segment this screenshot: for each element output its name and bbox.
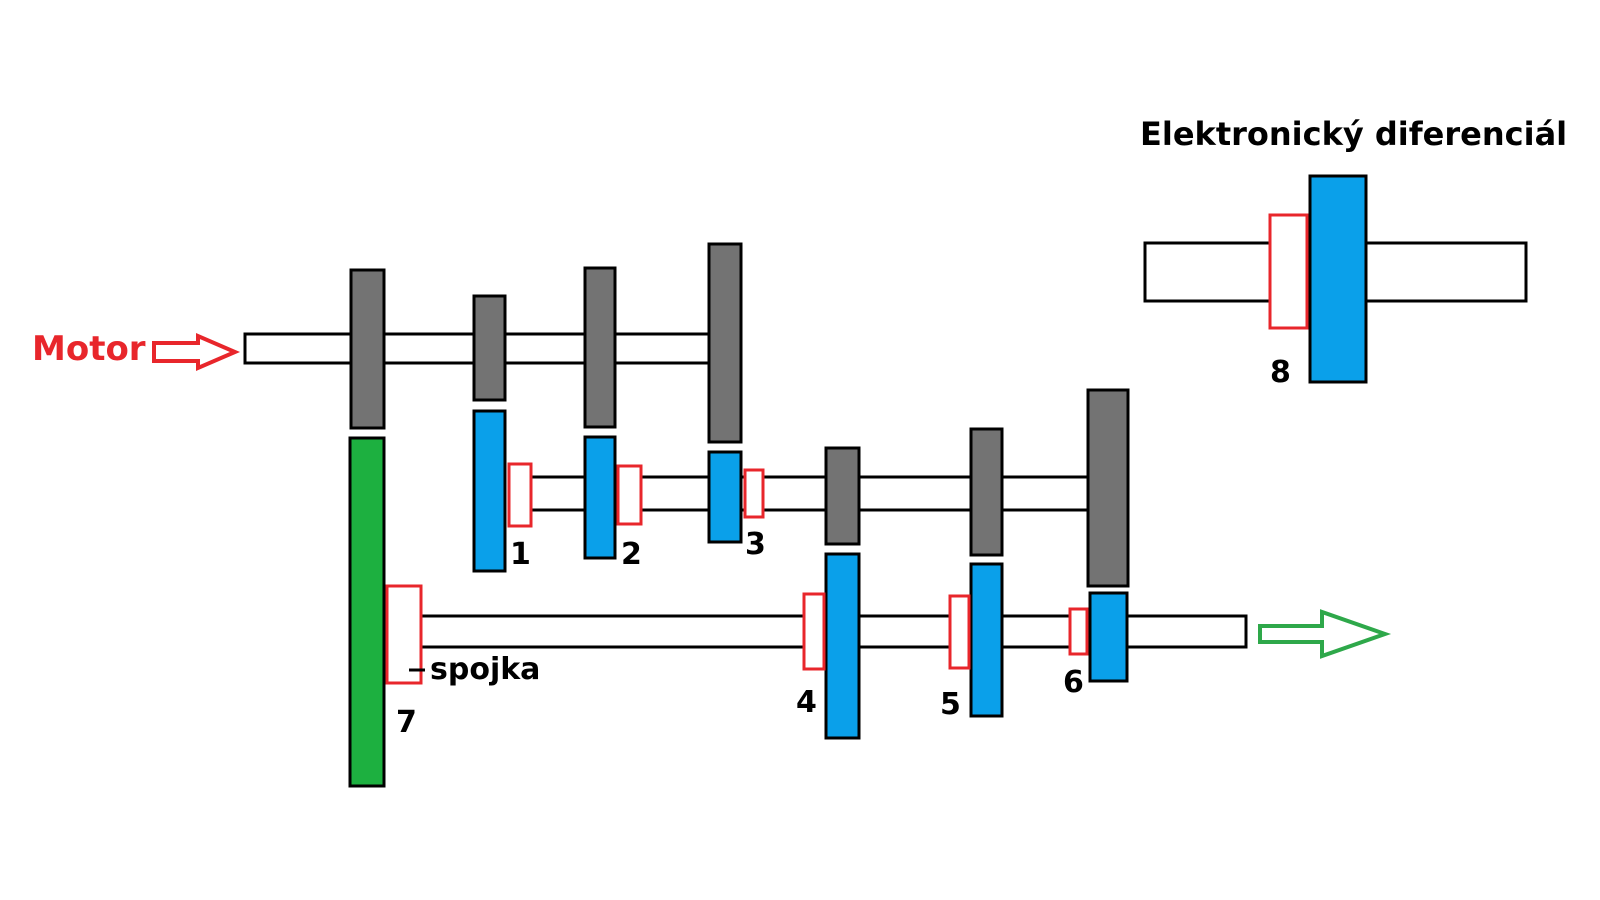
clutch-number-5: 5 xyxy=(940,687,961,722)
clutch-8 xyxy=(1268,213,1309,330)
clutch-number-8: 8 xyxy=(1270,355,1291,390)
motor-label: Motor xyxy=(32,329,146,369)
clutch-4 xyxy=(802,592,826,671)
intermediate-gear-gray-5 xyxy=(969,427,1004,557)
output-arrow xyxy=(1258,609,1392,659)
output-gear-5 xyxy=(969,562,1004,718)
clutch-3 xyxy=(743,468,765,519)
clutch-number-7: 7 xyxy=(396,705,417,740)
clutch-label: spojka xyxy=(430,652,540,687)
clutch-2 xyxy=(616,464,643,526)
clutch-number-3: 3 xyxy=(745,527,766,562)
intermediate-gear-2 xyxy=(583,435,617,560)
clutch-1 xyxy=(507,462,533,528)
clutch-number-2: 2 xyxy=(621,537,642,572)
clutch-6 xyxy=(1068,607,1089,656)
intermediate-gear-3 xyxy=(707,450,743,544)
input-gear-1 xyxy=(472,294,507,402)
motor-input-arrow xyxy=(152,332,241,372)
intermediate-gear-gray-6 xyxy=(1086,388,1130,588)
clutch-number-6: 6 xyxy=(1063,665,1084,700)
clutch-7 xyxy=(385,584,423,685)
clutch-5 xyxy=(948,594,971,670)
input-gear-3 xyxy=(707,242,743,444)
clutch-number-4: 4 xyxy=(796,685,817,720)
intermediate-gear-1 xyxy=(472,409,507,573)
green-gear xyxy=(348,436,386,788)
clutch-number-1: 1 xyxy=(510,537,531,572)
intermediate-gear-gray-4 xyxy=(824,446,861,546)
output-gear-4 xyxy=(824,552,861,740)
output-gear-6 xyxy=(1088,591,1129,683)
input-gear-2 xyxy=(583,266,617,429)
diagram-title: Elektronický diferenciál xyxy=(1140,115,1567,153)
differential-gear xyxy=(1308,174,1368,384)
input-gear-main xyxy=(349,268,386,430)
